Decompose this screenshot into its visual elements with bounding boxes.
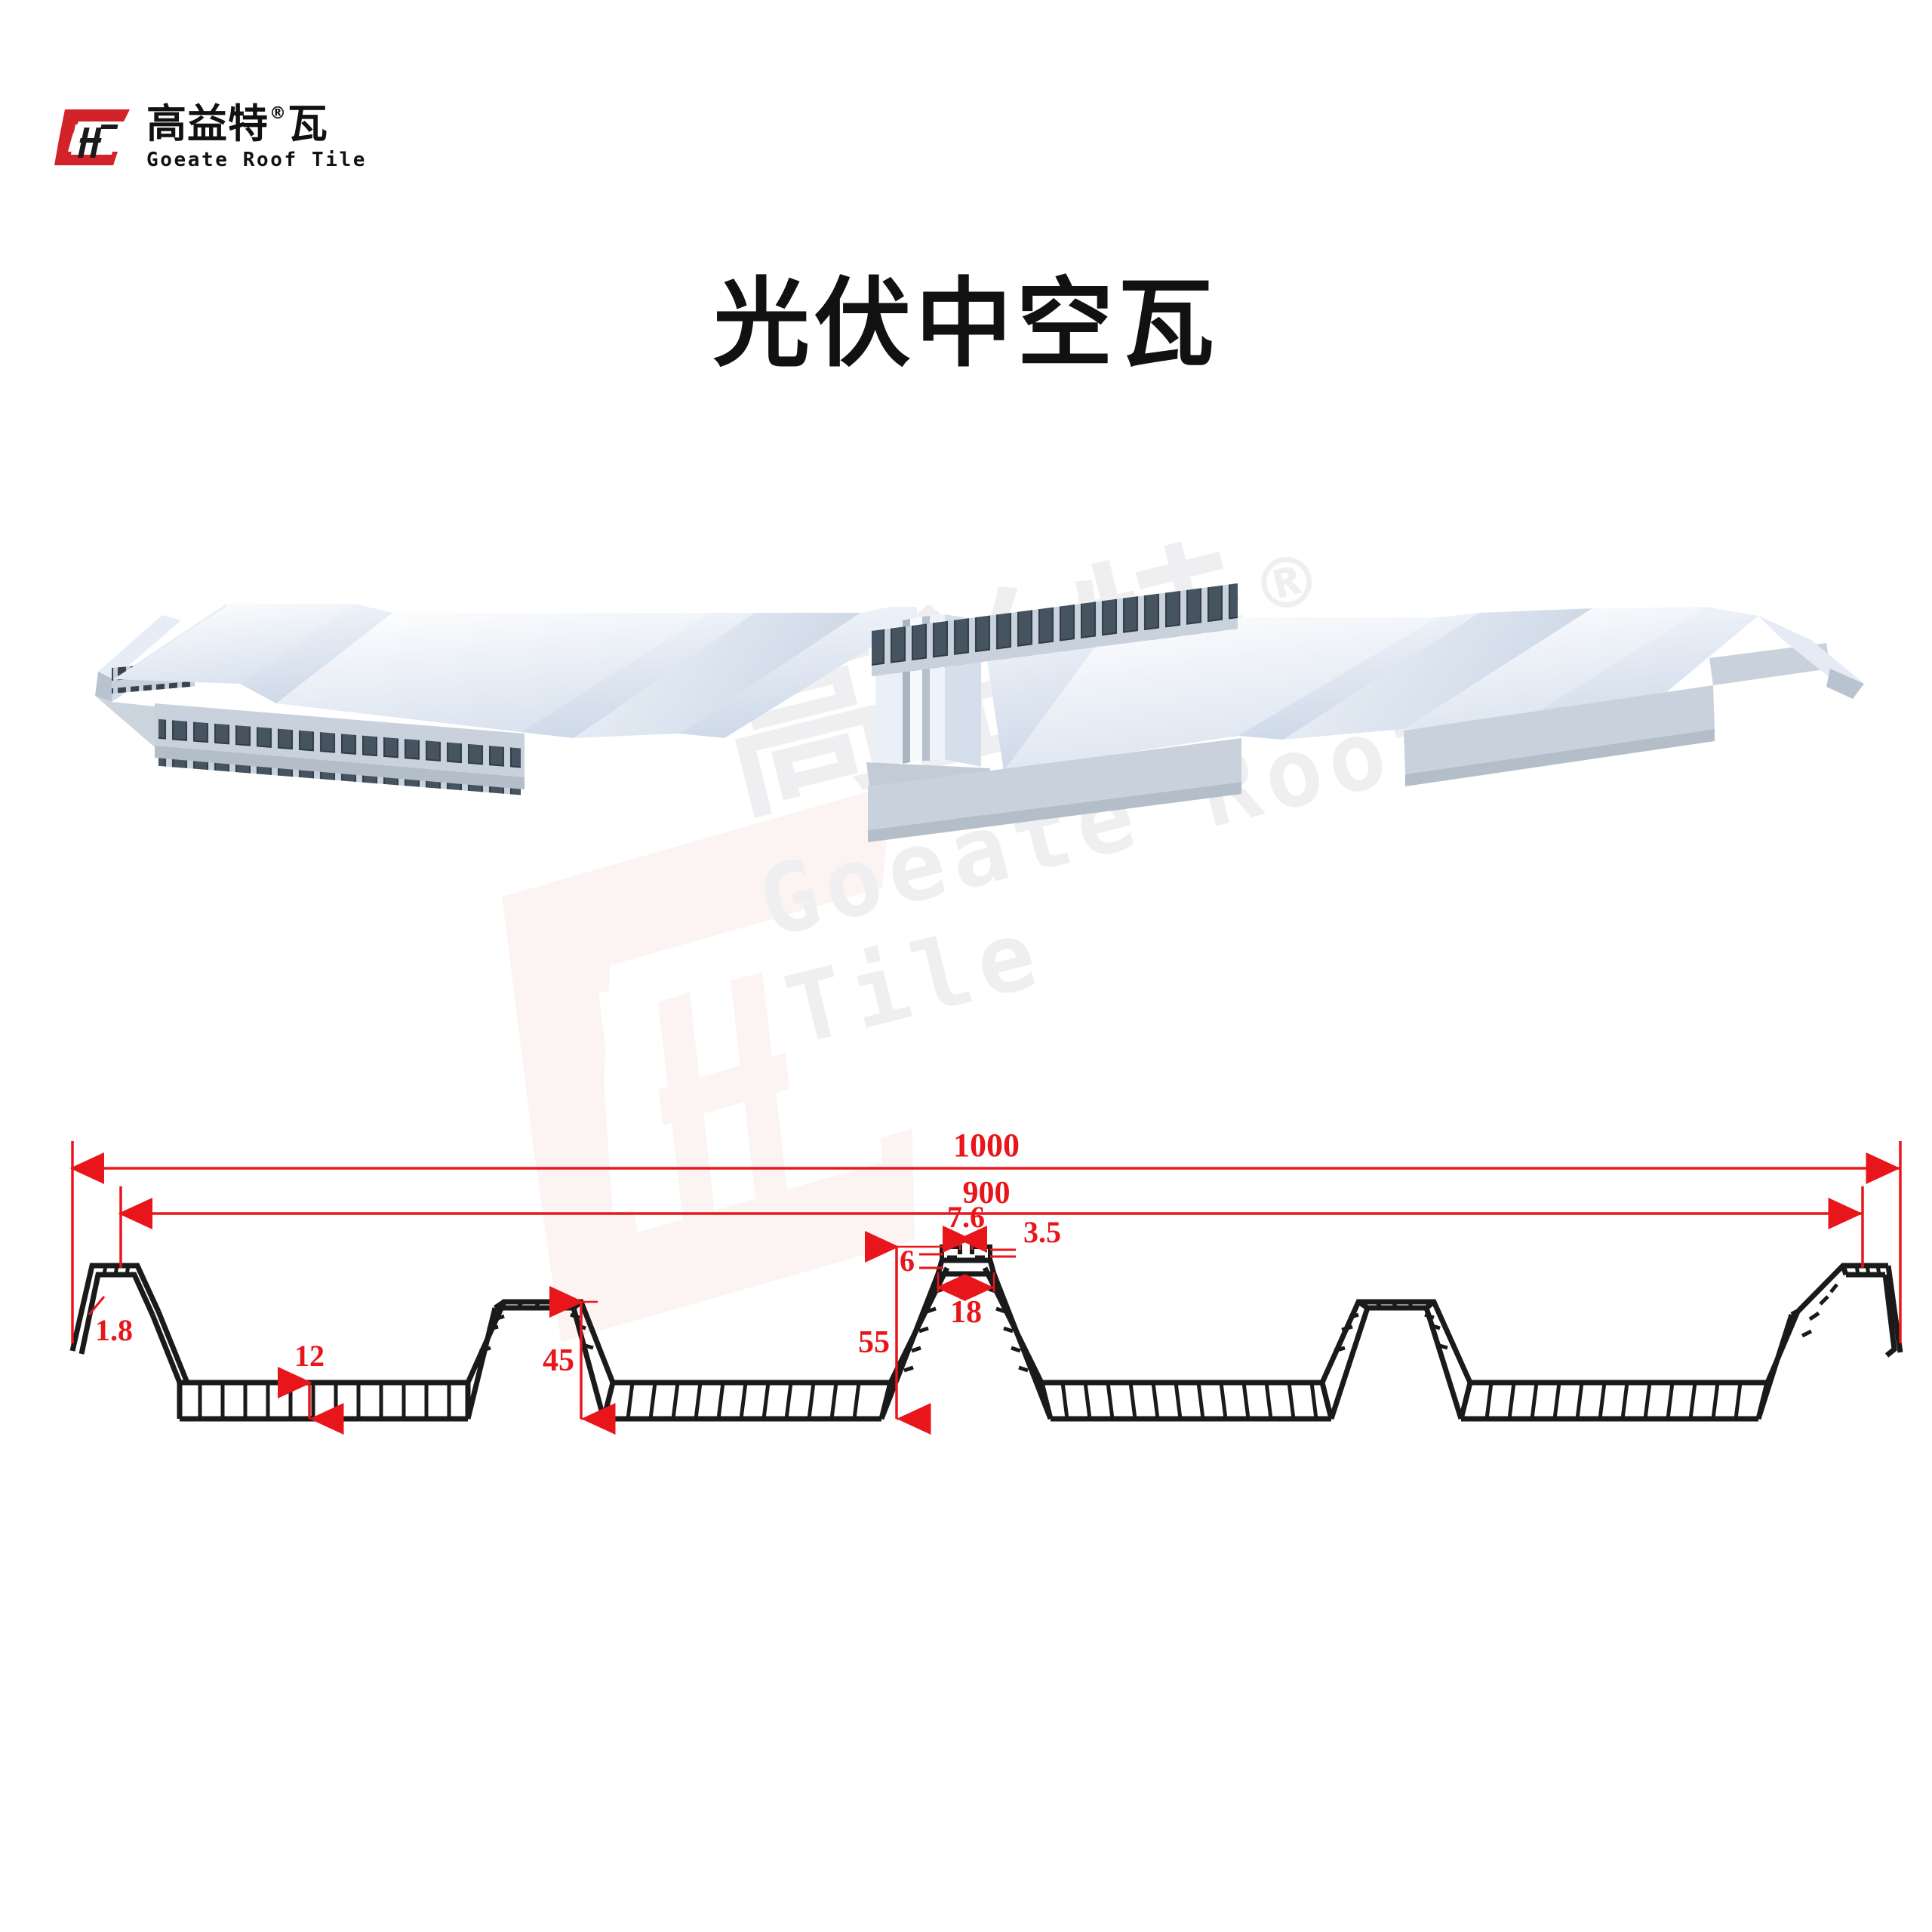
profile-geometry bbox=[69, 1244, 1903, 1422]
leader-1.8 bbox=[88, 1296, 106, 1315]
gt-monogram-logo-icon bbox=[54, 109, 130, 165]
dim-label-edge-lip-height: 1.8 bbox=[95, 1313, 133, 1347]
dim-label-overall-width: 1000 bbox=[953, 1127, 1020, 1164]
brand-wordmark: 高益特 ® 瓦 Goeate Roof Tile bbox=[146, 101, 368, 172]
dim-label-panel-thickness: 12 bbox=[294, 1339, 325, 1373]
dim-label-major-rib-height: 55 bbox=[858, 1325, 890, 1360]
brand-name-en: Goeate Roof Tile bbox=[146, 149, 368, 172]
registered-trademark-icon: ® bbox=[269, 104, 287, 123]
brand-name-cn-suffix: 瓦 bbox=[288, 101, 328, 147]
dim-label-slot-lip-thickness: 3.5 bbox=[1023, 1215, 1061, 1249]
dim-label-minor-rib-height: 45 bbox=[543, 1343, 574, 1378]
spec-drawing: 1000 900 1.8 12 45 55 7.6 3.5 bbox=[0, 1117, 1932, 1464]
brand-logo: 高益特 ® 瓦 Goeate Roof Tile bbox=[48, 101, 368, 172]
dim-label-effective-width: 900 bbox=[963, 1176, 1011, 1211]
dim-label-slot-opening-width: 7.6 bbox=[947, 1200, 985, 1234]
page-title: 光伏中空瓦 bbox=[712, 268, 1219, 380]
brand-name-cn-main: 高益特 bbox=[146, 101, 269, 147]
dim-label-slot-depth: 6 bbox=[900, 1244, 915, 1278]
product-render-3d bbox=[0, 574, 1932, 1072]
dim-label-slot-base-width: 18 bbox=[950, 1295, 982, 1330]
brand-name-cn: 高益特 ® 瓦 bbox=[146, 101, 367, 147]
